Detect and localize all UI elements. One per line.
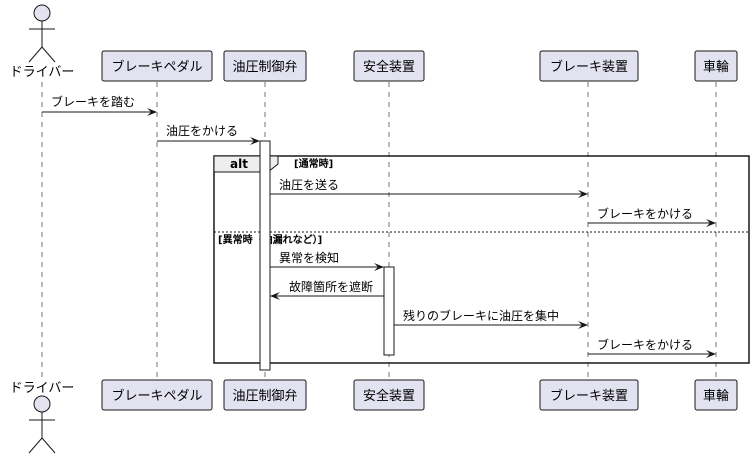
participant-valve-bottom: 油圧制御弁 [223, 379, 307, 411]
actor-figure-icon [28, 4, 56, 63]
participant-label: 車輪 [703, 59, 729, 75]
participant-brake-bottom: ブレーキ装置 [539, 379, 639, 411]
participant-brake-top: ブレーキ装置 [539, 50, 639, 82]
participant-safety-top: 安全装置 [353, 50, 425, 82]
message-1: ブレーキを踏む [42, 94, 157, 116]
activation-valve [259, 140, 271, 371]
alt-frame [213, 155, 750, 364]
participant-label: 油圧制御弁 [232, 60, 297, 75]
actor-label: ドライバー [10, 381, 75, 396]
participant-wheel-top: 車輪 [694, 50, 738, 82]
message-3: 油圧を送る [270, 177, 588, 198]
alt-keyword: alt [230, 157, 248, 171]
participant-label: ブレーキペダル [111, 388, 202, 404]
participant-pedal-top: ブレーキペダル [101, 50, 213, 82]
guard-normal: [通常時] [294, 157, 333, 170]
participant-label: ブレーキ装置 [550, 59, 628, 75]
message-label: ブレーキを踏む [51, 94, 135, 109]
message-2: 油圧をかける [157, 124, 260, 145]
message-label: 故障箇所を遮断 [289, 279, 373, 294]
participant-safety-bottom: 安全装置 [353, 379, 425, 411]
message-label: 油圧を送る [279, 177, 339, 192]
participant-wheel-bottom: 車輪 [694, 379, 738, 411]
participant-label: 油圧制御弁 [232, 389, 297, 404]
activation-safety [383, 266, 395, 356]
participant-pedal-bottom: ブレーキペダル [101, 379, 213, 411]
actor-driver-bottom: ドライバー [10, 381, 75, 454]
participant-label: 安全装置 [363, 388, 415, 404]
participant-label: 車輪 [703, 388, 729, 404]
actor-label: ドライバー [10, 65, 75, 80]
message-label: ブレーキをかける [597, 206, 693, 221]
message-label: 残りのブレーキに油圧を集中 [403, 308, 559, 323]
participant-label: 安全装置 [363, 59, 415, 75]
actor-figure-icon [28, 395, 56, 454]
actor-driver-top: ドライバー [10, 4, 75, 80]
participant-label: ブレーキペダル [111, 59, 202, 75]
message-label: 異常を検知 [279, 251, 339, 265]
message-label: 油圧をかける [166, 124, 238, 138]
message-8: ブレーキをかける [588, 337, 716, 358]
participant-label: ブレーキ装置 [550, 388, 628, 404]
message-5: 異常を検知 [270, 251, 384, 271]
message-label: ブレーキをかける [597, 337, 693, 352]
participant-valve-top: 油圧制御弁 [223, 50, 307, 82]
message-4: ブレーキをかける [588, 206, 716, 227]
message-6: 故障箇所を遮断 [270, 279, 384, 300]
message-7: 残りのブレーキに油圧を集中 [394, 308, 588, 329]
